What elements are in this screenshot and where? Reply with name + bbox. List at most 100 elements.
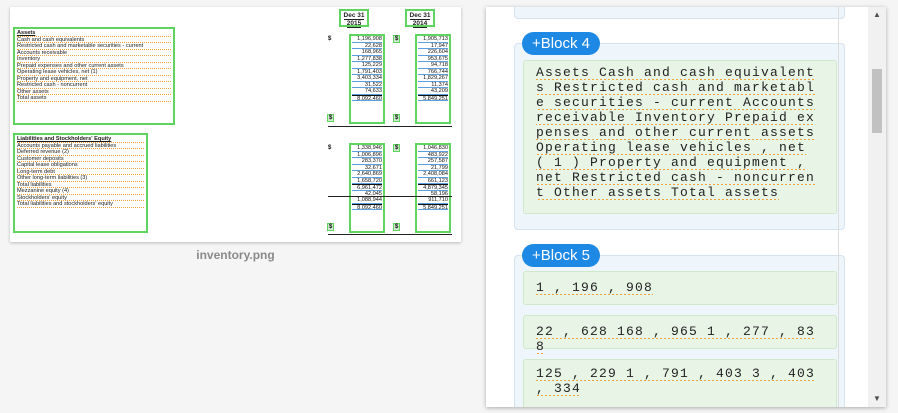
value-cell: 125,229	[352, 62, 382, 69]
value-cell: 32,671	[352, 165, 382, 172]
block-previous	[514, 7, 845, 19]
label-row: Total assets	[17, 95, 171, 103]
value-cell: 1,277,838	[352, 56, 382, 63]
value-cell: 21,799	[418, 165, 448, 172]
total-cell: 5,849,251	[418, 94, 448, 101]
label-row: Accounts payable and accrued liabilities	[17, 143, 144, 150]
dollar-sign: $	[393, 223, 401, 231]
label-row: Accounts receivable	[17, 50, 171, 57]
image-filename: inventory.png	[196, 248, 275, 262]
label-row: Customer deposits	[17, 156, 144, 163]
image-preview[interactable]: Dec 31 2015 Dec 31 2014 Assets Cash and …	[10, 7, 461, 242]
label-row: Long-term debt	[17, 169, 144, 176]
value-cell: 43,209	[418, 88, 448, 95]
rule-line	[328, 196, 452, 197]
dollar-sign: $	[327, 114, 335, 122]
value-cell: 661,123	[418, 178, 448, 185]
value-cell: 1,338,946	[352, 145, 382, 152]
scroll-up-arrow-icon[interactable]: ▲	[873, 10, 881, 19]
block-4-text[interactable]: Assets Cash and cash equivalents Restric…	[523, 60, 837, 214]
value-cell: 31,522	[352, 82, 382, 89]
value-cell: 1,829,267	[418, 75, 448, 82]
label-row: Inventory	[17, 56, 171, 63]
header-2015: Dec 31 2015	[339, 9, 369, 28]
vertical-scrollbar[interactable]: ▲ ▼	[868, 7, 886, 407]
value-cell: 3,403,334	[352, 75, 382, 82]
value-cell: 1,088,944	[352, 197, 382, 204]
dollar-sign: $	[327, 223, 335, 231]
scroll-content: +Block 4 Assets Cash and cash equivalent…	[486, 7, 868, 407]
document-image: Dec 31 2015 Dec 31 2014 Assets Cash and …	[10, 7, 461, 242]
label-row: Restricted cash and marketable securitie…	[17, 43, 171, 50]
block-4-badge[interactable]: +Block 4	[522, 32, 600, 55]
blocks-panel[interactable]: +Block 4 Assets Cash and cash equivalent…	[486, 7, 886, 407]
value-cell: 1,006,896	[352, 152, 382, 159]
total-cell: 8,092,460	[352, 203, 382, 210]
liabilities-heading: Liabilities and Stockholders' Equity	[17, 136, 144, 143]
liabilities-2014-column: 1,046,830 483,922 257,587 21,799 2,408,0…	[415, 143, 451, 233]
value-cell: 22,628	[352, 43, 382, 50]
value-cell: 283,370	[352, 158, 382, 165]
block-5-text-2[interactable]: 22 , 628 168 , 965 1 , 277 , 838	[523, 315, 837, 354]
value-cell: 1,658,720	[352, 178, 382, 185]
label-row: Prepaid expenses and other current asset…	[17, 63, 171, 70]
value-cell: 1,791,403	[352, 69, 382, 76]
value-cell: 74,633	[352, 88, 382, 95]
value-cell: 953,675	[418, 56, 448, 63]
value-cell: 766,744	[418, 69, 448, 76]
value-cell: 2,408,084	[418, 171, 448, 178]
liabilities-label-box: Liabilities and Stockholders' Equity Acc…	[13, 133, 148, 233]
label-row: Cash and cash equivalents	[17, 37, 171, 44]
dollar-sign: $	[393, 35, 401, 43]
block-text: 125 , 229 1 , 791 , 403 3 , 403 , 334	[536, 366, 816, 396]
scroll-thumb[interactable]	[872, 69, 882, 133]
value-cell: 257,587	[418, 158, 448, 165]
block-text: 22 , 628 168 , 965 1 , 277 , 838	[536, 324, 816, 354]
dollar-sign: $	[393, 114, 401, 122]
label-row: Deferred revenue (2)	[17, 149, 144, 156]
assets-label-box: Assets Cash and cash equivalents Restric…	[13, 27, 175, 125]
value-cell: 911,710	[418, 197, 448, 204]
value-cell: 1,196,908	[352, 36, 382, 43]
liabilities-2015-column: 1,338,946 1,006,896 283,370 32,671 2,640…	[349, 143, 385, 233]
total-cell: 4,879,345	[418, 184, 448, 191]
label-row: Stockholders' equity	[17, 195, 144, 202]
assets-2015-column: 1,196,908 22,628 168,965 1,277,838 125,2…	[349, 34, 385, 124]
label-row: Total liabilities	[17, 182, 144, 189]
dollar-sign: $	[328, 145, 332, 151]
value-cell: 1,905,713	[418, 36, 448, 43]
value-cell: 2,640,869	[352, 171, 382, 178]
dollar-sign: $	[393, 144, 401, 152]
label-row: Other assets	[17, 89, 171, 96]
assets-heading: Assets	[17, 30, 171, 37]
block-5-badge[interactable]: +Block 5	[522, 244, 600, 267]
value-cell: 17,947	[418, 43, 448, 50]
label-row: Property and equipment, net	[17, 76, 171, 83]
block-text: 1 , 196 , 908	[536, 280, 654, 295]
label-row: Capital lease obligations	[17, 162, 144, 169]
rule-line	[328, 126, 452, 127]
label-row: Mezzanine equity (4)	[17, 188, 144, 195]
block-text: Assets Cash and cash equivalents Restric…	[536, 65, 816, 200]
assets-2014-column: 1,905,713 17,947 226,604 953,675 94,718 …	[415, 34, 451, 124]
total-cell: 8,092,460	[352, 94, 382, 101]
label-row: Total liabilities and stockholders' equi…	[17, 201, 144, 209]
total-cell: 6,961,472	[352, 184, 382, 191]
block-5-text-1[interactable]: 1 , 196 , 908	[523, 271, 837, 305]
value-cell: 168,965	[352, 49, 382, 56]
header-2014: Dec 31 2014	[405, 9, 435, 28]
value-cell: 94,718	[418, 62, 448, 69]
column-divider	[838, 7, 839, 407]
label-row: Operating lease vehicles, net (1)	[17, 69, 171, 76]
value-cell: 1,046,830	[418, 145, 448, 152]
scroll-down-arrow-icon[interactable]: ▼	[873, 394, 881, 403]
block-5-text-3[interactable]: 125 , 229 1 , 791 , 403 3 , 403 , 334	[523, 359, 837, 407]
dollar-sign: $	[328, 36, 332, 42]
label-row: Other long-term liabilities (3)	[17, 175, 144, 182]
rule-line	[328, 234, 452, 235]
value-cell: 483,922	[418, 152, 448, 159]
value-cell: 11,374	[418, 82, 448, 89]
total-cell: 5,849,251	[418, 203, 448, 210]
label-row: Restricted cash - noncurrent	[17, 82, 171, 89]
value-cell: 226,604	[418, 49, 448, 56]
